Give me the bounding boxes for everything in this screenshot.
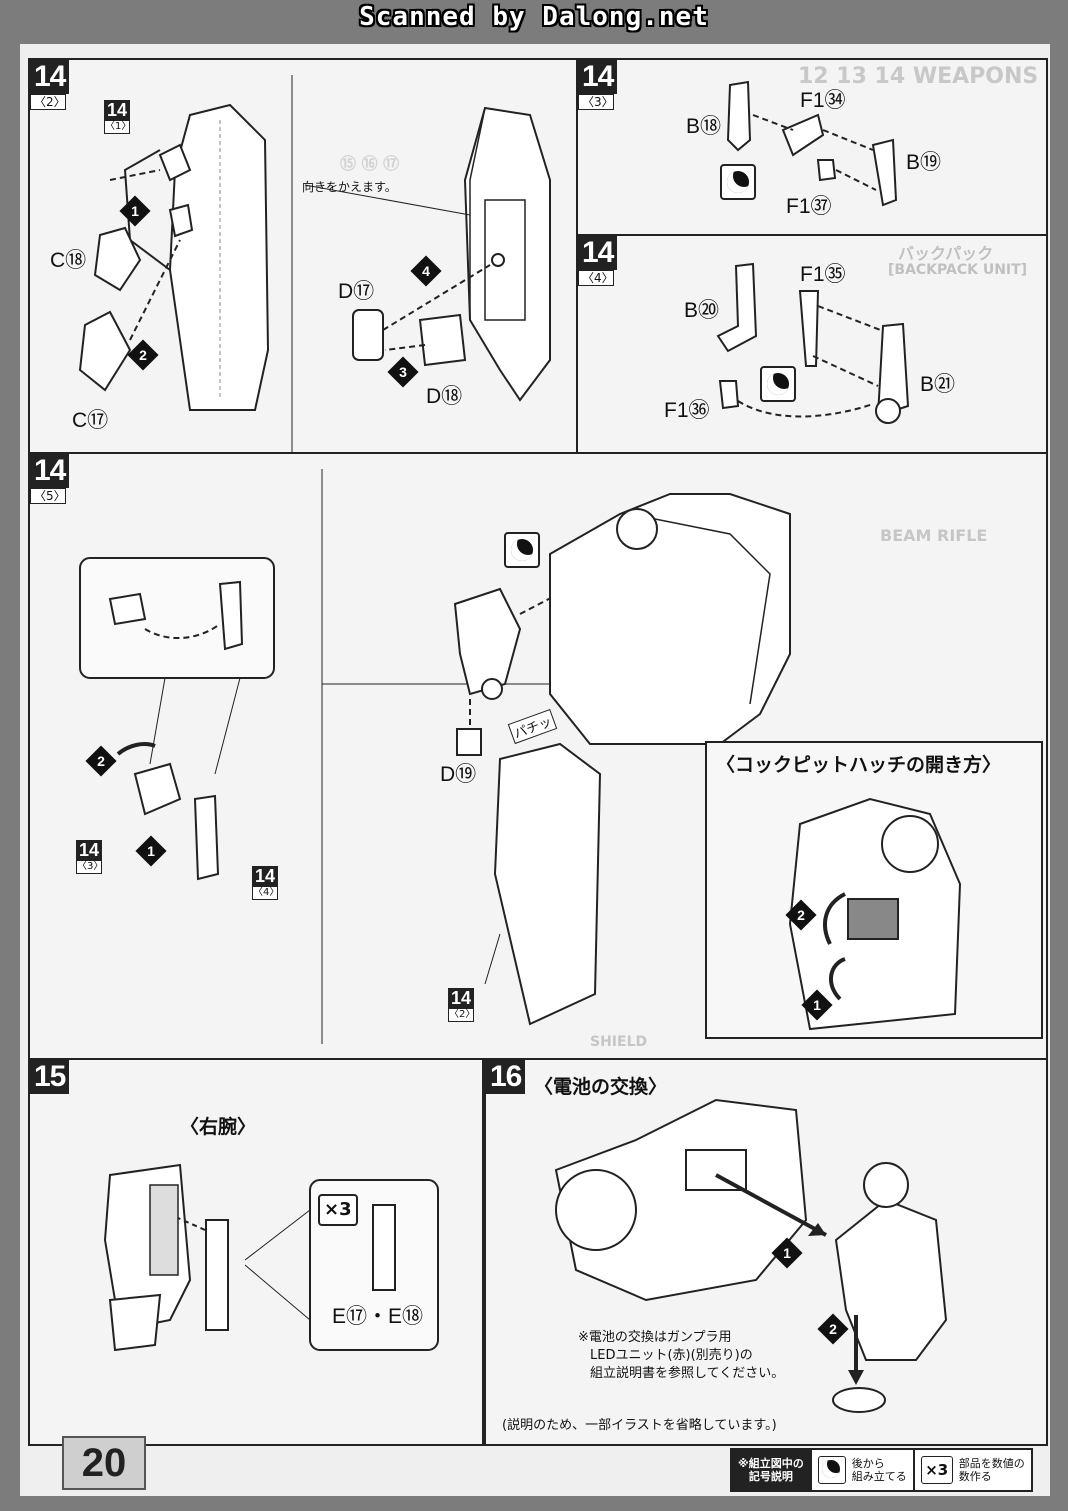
order-4-marker: 4 xyxy=(410,255,442,287)
turn-around-note: 向きをかえます。 xyxy=(302,180,397,194)
ghost-backpack: バックパック xyxy=(898,244,994,263)
multiplier-icon: ×3 xyxy=(920,1456,953,1484)
step-number: 14 xyxy=(578,60,618,94)
step-number: 14 xyxy=(30,454,70,488)
step-16-panel: 16 〈電池の交換〉 1 2 ※電池の交換はガンプラ用 LEDユニット(赤)(別… xyxy=(484,1058,1048,1446)
substep-label: 〈2〉 xyxy=(30,94,66,110)
part-c17: C⑰ xyxy=(72,409,109,432)
order-2-marker: 2 xyxy=(127,339,159,371)
ref-step-14-2: 14 〈2〉 xyxy=(448,988,476,1022)
step-14-5-illustration xyxy=(79,469,1043,1044)
step-14-4-illustration xyxy=(716,262,910,424)
assemble-later-icon xyxy=(720,164,756,200)
legend-assemble-later: 後から組み立てる xyxy=(809,1450,913,1490)
battery-note-line1: ※電池の交換はガンプラ用 xyxy=(578,1330,732,1345)
order-1-marker: 1 xyxy=(771,1237,803,1269)
order-1-marker: 1 xyxy=(119,195,151,227)
assemble-later-icon xyxy=(760,366,796,402)
part-b20: B⑳ xyxy=(684,299,720,322)
ghost-shield: SHIELD xyxy=(590,1034,648,1050)
step-16-illustration xyxy=(554,1098,948,1413)
substep-label: 〈4〉 xyxy=(578,270,614,286)
order-3-marker: 3 xyxy=(387,356,419,388)
ghost-backpack-en: [BACKPACK UNIT] xyxy=(888,262,1028,278)
multiplier-badge: ×3 xyxy=(318,1194,358,1226)
battery-note-line3: 組立説明書を参照してください。 xyxy=(590,1366,785,1381)
substep-label: 〈3〉 xyxy=(578,94,614,110)
step-14-5-panel: BEAM RIFLE SHIELD 14 〈5〉 xyxy=(28,452,1048,1060)
part-c18: C⑱ xyxy=(50,249,87,272)
battery-note-line2: LEDユニット(赤)(別売り)の xyxy=(590,1348,753,1363)
cockpit-order-1-marker: 1 xyxy=(801,989,833,1021)
ghost-weapons: 12 13 14 WEAPONS xyxy=(798,64,1039,89)
part-d17: D⑰ xyxy=(338,280,375,303)
scan-banner: Scanned by Dalong.net xyxy=(359,2,709,32)
step-number: 15 xyxy=(30,1060,70,1094)
step-15-panel: 15 〈右腕〉 ×3 E⑰・E⑱ xyxy=(28,1058,484,1446)
part-f1-36: F1㊱ xyxy=(664,399,710,422)
step-15-illustration xyxy=(103,1163,439,1352)
ref-step-14-1: 14 〈1〉 xyxy=(104,100,132,134)
ref-step-14-4: 14 〈4〉 xyxy=(252,866,280,900)
assemble-later-icon xyxy=(817,1456,846,1484)
cockpit-order-2-marker: 2 xyxy=(785,899,817,931)
part-f1-37: F1㊲ xyxy=(786,195,832,218)
order-2-marker: 2 xyxy=(85,745,117,777)
step-number: 14 xyxy=(578,236,618,270)
part-f1-35: F1㉟ xyxy=(800,263,846,286)
symbol-legend: ※組立図中の記号説明 後から組み立てる ×3 部品を数値の数作る xyxy=(730,1448,1033,1492)
part-b18: B⑱ xyxy=(686,115,722,138)
step-14-2-illustration xyxy=(78,75,551,452)
step-number: 16 xyxy=(486,1060,526,1094)
part-f1-34: F1㉞ xyxy=(800,89,846,112)
battery-change-title: 〈電池の交換〉 xyxy=(534,1076,668,1098)
legend-multiply: ×3 部品を数値の数作る xyxy=(912,1450,1031,1490)
part-d18: D⑱ xyxy=(426,385,463,408)
part-e17-e18: E⑰・E⑱ xyxy=(332,1305,424,1328)
ref-step-14-3: 14 〈3〉 xyxy=(76,840,104,874)
ghost-beam-rifle: BEAM RIFLE xyxy=(880,526,988,545)
order-2-marker: 2 xyxy=(817,1313,849,1345)
ghost-weapons: ⑮ ⑯ ⑰ xyxy=(340,154,400,173)
order-1-marker: 1 xyxy=(135,835,167,867)
cockpit-hatch-title: 〈コックピットハッチの開き方〉 xyxy=(716,754,1002,776)
assemble-later-icon xyxy=(504,532,540,568)
illustration-footnote: (説明のため、一部イラストを省略しています。) xyxy=(502,1418,777,1433)
part-d19: D⑲ xyxy=(440,763,477,786)
page-number: 20 xyxy=(62,1436,146,1490)
part-b21: B㉑ xyxy=(920,373,956,396)
right-arm-title: 〈右腕〉 xyxy=(180,1116,257,1138)
substep-label: 〈5〉 xyxy=(30,488,66,504)
step-14-4-panel: バックパック [BACKPACK UNIT] 14 〈4〉 B⑳ F1㉟ B㉑ … xyxy=(576,234,1048,454)
step-number: 14 xyxy=(30,60,70,94)
legend-title: ※組立図中の記号説明 xyxy=(732,1450,810,1490)
part-b19: B⑲ xyxy=(906,151,942,174)
step-14-2-panel: ⑮ ⑯ ⑰ 14 〈2〉 14 〈1〉 向きをかえます。 C⑱ C⑰ xyxy=(28,58,578,454)
step-14-3-panel: 12 13 14 WEAPONS 14 〈3〉 B⑱ F1㉞ B⑲ F1㊲ xyxy=(576,58,1048,238)
step-14-3-illustration xyxy=(726,80,898,207)
